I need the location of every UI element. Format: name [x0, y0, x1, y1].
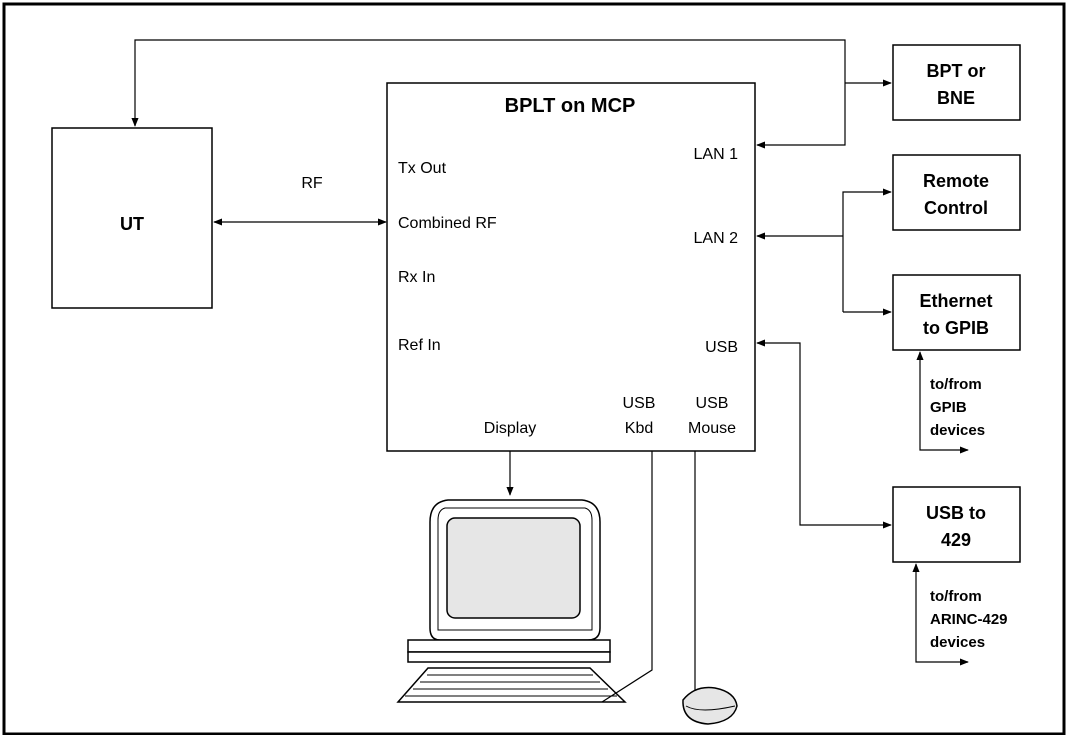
gpib-devices-link	[916, 351, 969, 454]
bpt-line1: BPT or	[926, 61, 985, 81]
rf-label: RF	[301, 175, 323, 192]
usb-429-box: USB to 429	[892, 486, 1021, 563]
port-combined-rf: Combined RF	[398, 215, 497, 232]
arinc-devices-line3: devices	[930, 634, 985, 651]
usb429-line2: 429	[941, 530, 971, 550]
port-usb-mouse-line1: USB	[696, 395, 729, 412]
ethernet-gpib-box: Ethernet to GPIB	[892, 274, 1021, 351]
computer-monitor-icon	[407, 499, 611, 663]
bpt-box: BPT or BNE	[892, 44, 1021, 121]
port-lan1: LAN 1	[694, 146, 739, 163]
top-link-ut	[131, 39, 846, 127]
port-usb-mouse-line2: Mouse	[688, 420, 736, 437]
port-rx-in: Rx In	[398, 269, 435, 286]
bplt-main-box: BPLT on MCP Tx Out Combined RF Rx In Ref…	[386, 82, 756, 452]
port-usb-kbd-line1: USB	[623, 395, 656, 412]
port-lan2: LAN 2	[694, 230, 739, 247]
port-usb-kbd-line2: Kbd	[625, 420, 653, 437]
port-usb: USB	[705, 339, 738, 356]
remote-line2: Control	[924, 198, 988, 218]
ut-box: UT	[51, 127, 213, 309]
lan1-link	[756, 83, 846, 149]
port-ref-in: Ref In	[398, 337, 441, 354]
keyboard-cable	[601, 451, 653, 703]
usb429-line1: USB to	[926, 503, 986, 523]
bpt-line2: BNE	[937, 88, 975, 108]
keyboard-icon	[396, 667, 627, 703]
ut-label: UT	[120, 214, 144, 234]
gpib-line1: Ethernet	[919, 291, 992, 311]
arinc-devices-line2: ARINC-429	[930, 611, 1008, 628]
gpib-devices-line1: to/from	[930, 376, 982, 393]
remote-line1: Remote	[923, 171, 989, 191]
mouse-icon	[682, 686, 738, 725]
gpib-line2: to GPIB	[923, 318, 989, 338]
remote-control-box: Remote Control	[892, 154, 1021, 231]
lan2-branch-remote	[842, 188, 892, 312]
usb-link	[756, 339, 892, 529]
gpib-devices-line2: GPIB	[930, 399, 967, 416]
gpib-devices-line3: devices	[930, 422, 985, 439]
port-tx-out: Tx Out	[398, 160, 447, 177]
arinc-devices-link	[912, 563, 969, 666]
port-display: Display	[484, 420, 536, 437]
arinc-devices-line1: to/from	[930, 588, 982, 605]
bplt-title: BPLT on MCP	[505, 95, 636, 117]
